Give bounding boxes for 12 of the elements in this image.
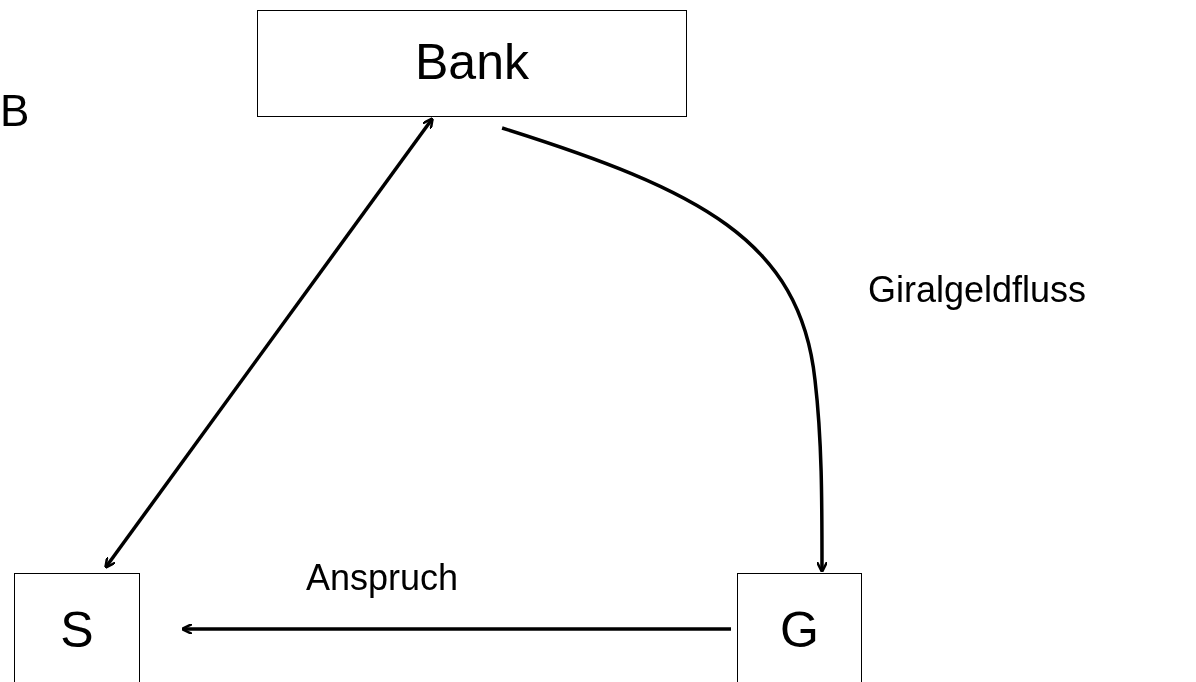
entity-label: S — [60, 605, 94, 655]
entity-label: Bank — [415, 37, 529, 87]
arrow — [180, 622, 731, 636]
edge-label: Anspruch — [306, 560, 459, 596]
entity-box — [14, 573, 140, 682]
entity-box — [737, 573, 862, 682]
entity-label: G — [780, 605, 819, 655]
arrow — [501, 126, 829, 574]
edge-label: Giralgeldfluss — [868, 272, 1087, 308]
text-fragment: B — [0, 89, 30, 133]
entity-box — [257, 10, 687, 117]
arrow — [104, 116, 434, 570]
